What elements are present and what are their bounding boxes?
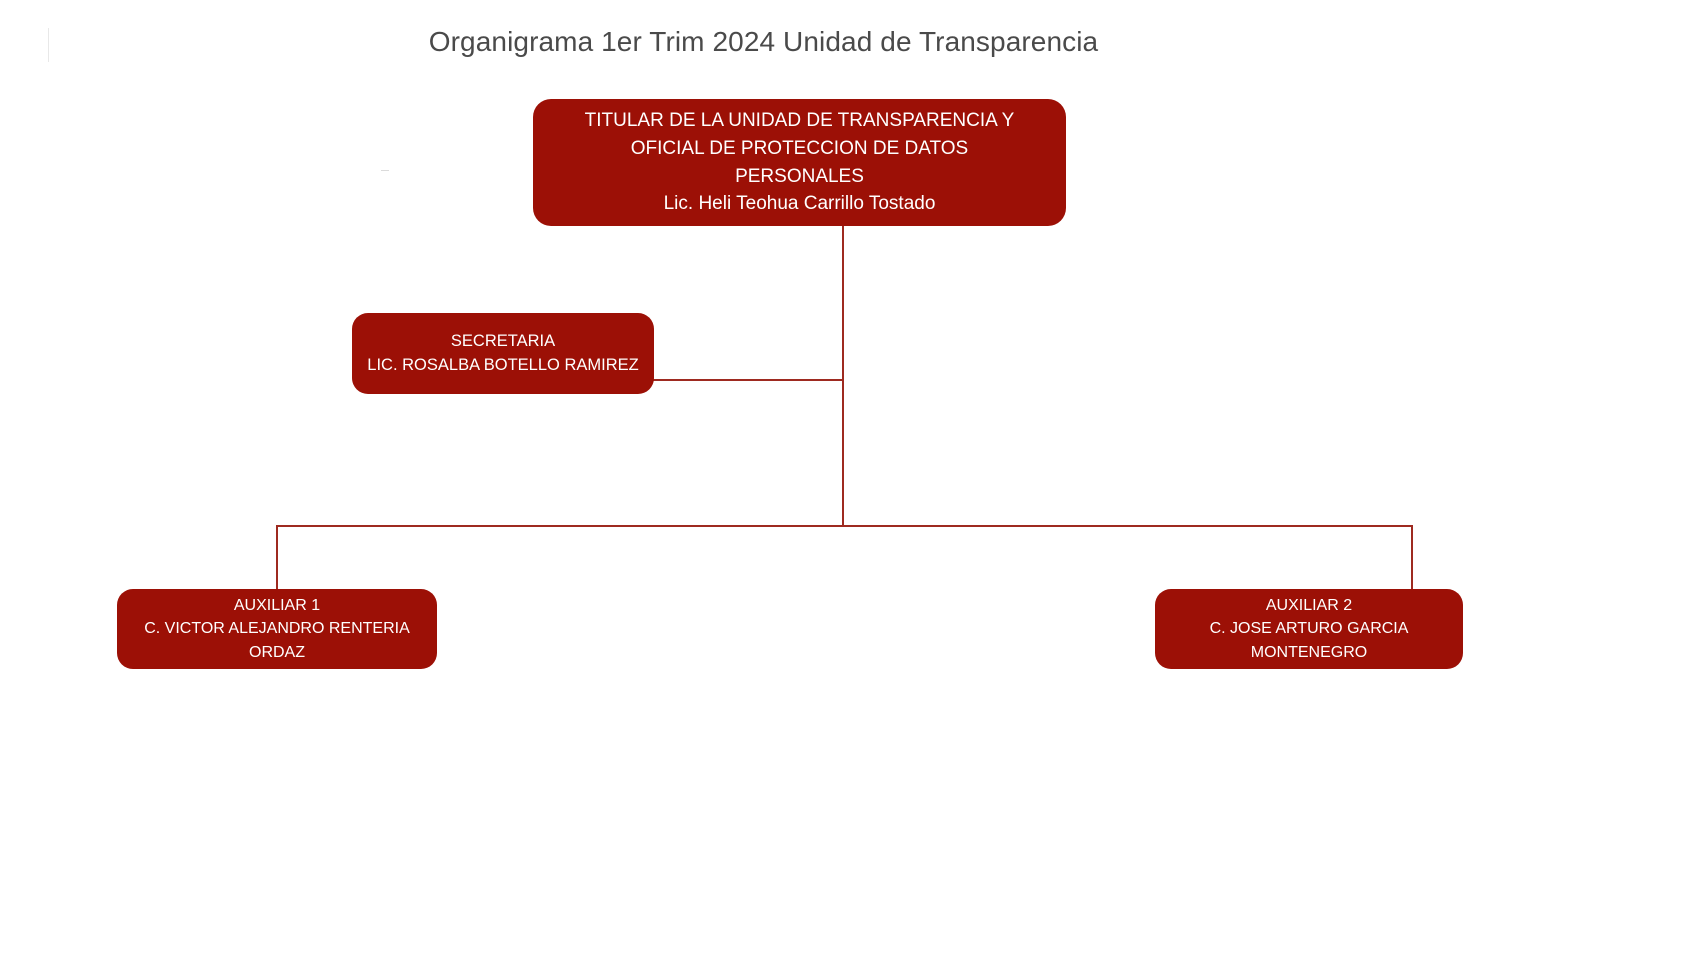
connector-stem-titular — [842, 226, 844, 526]
stray-mark-left — [381, 170, 389, 171]
node-secretaria-line1: SECRETARIA — [450, 331, 556, 350]
node-titular-line1: TITULAR DE LA UNIDAD DE TRANSPARENCIA Y — [584, 110, 1015, 132]
node-auxiliar-2-line3: MONTENEGRO — [1250, 643, 1368, 661]
node-auxiliar-2-line1: AUXILIAR 2 — [1265, 597, 1353, 615]
connector-drop-auxiliar1 — [276, 525, 278, 591]
node-auxiliar-1-line1: AUXILIAR 1 — [233, 597, 321, 615]
connector-drop-auxiliar2 — [1411, 525, 1413, 591]
page-title: Organigrama 1er Trim 2024 Unidad de Tran… — [0, 26, 1707, 58]
stray-mark-corner — [48, 28, 49, 62]
node-titular-line2: OFICIAL DE PROTECCION DE DATOS — [630, 137, 969, 159]
node-secretaria[interactable]: SECRETARIA LIC. ROSALBA BOTELLO RAMIREZ — [352, 313, 654, 394]
connector-bus-auxiliares — [276, 525, 1413, 527]
node-auxiliar-2[interactable]: AUXILIAR 2 C. JOSE ARTURO GARCIA MONTENE… — [1155, 589, 1463, 669]
node-auxiliar-1[interactable]: AUXILIAR 1 C. VICTOR ALEJANDRO RENTERIA … — [117, 589, 437, 669]
node-titular-line4: Lic. Heli Teohua Carrillo Tostado — [663, 193, 936, 215]
connector-secretaria — [653, 379, 843, 381]
node-auxiliar-1-line2: C. VICTOR ALEJANDRO RENTERIA — [144, 620, 410, 638]
node-titular[interactable]: TITULAR DE LA UNIDAD DE TRANSPARENCIA Y … — [533, 99, 1066, 226]
page-title-text: Organigrama 1er Trim 2024 Unidad de Tran… — [428, 26, 1099, 57]
node-auxiliar-2-line2: C. JOSE ARTURO GARCIA — [1209, 620, 1409, 638]
node-secretaria-line2: LIC. ROSALBA BOTELLO RAMIREZ — [367, 355, 639, 374]
node-titular-line3: PERSONALES — [735, 165, 864, 187]
node-auxiliar-1-line3: ORDAZ — [249, 643, 305, 661]
